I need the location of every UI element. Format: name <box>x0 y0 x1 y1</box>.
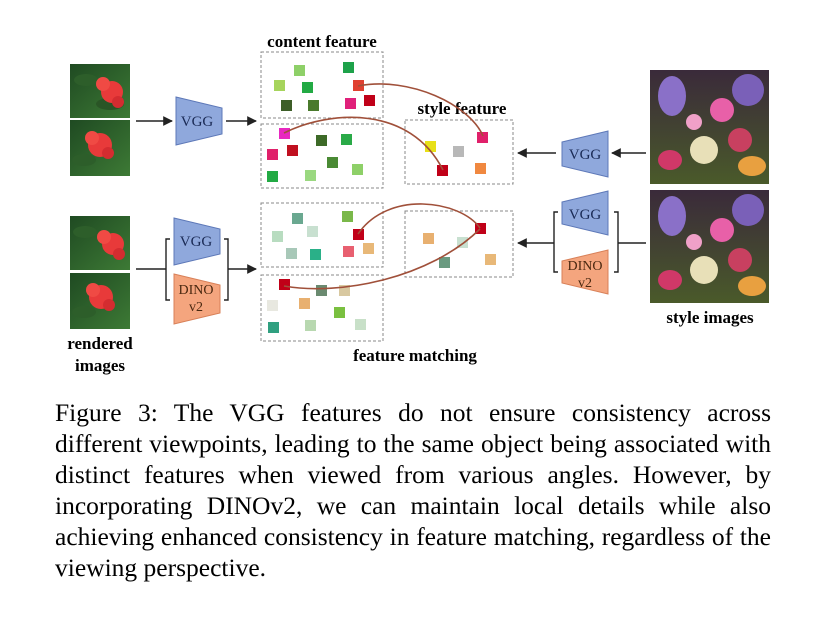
rendered-image <box>70 273 130 329</box>
dinov2-encoder: DINO v2 <box>561 249 609 295</box>
svg-text:VGG: VGG <box>569 207 602 223</box>
figure-caption: Figure 3: The VGG features do not ensure… <box>55 398 771 582</box>
figure-diagram: rendered images VGG content feature styl… <box>67 32 769 375</box>
matched-feature-map <box>260 202 384 268</box>
bracket <box>165 238 170 301</box>
matching-arc <box>357 203 481 235</box>
bracket <box>224 238 229 301</box>
svg-text:VGG: VGG <box>181 114 214 130</box>
rendered-image <box>70 216 130 270</box>
svg-text:v2: v2 <box>189 300 203 315</box>
vgg-encoder: VGG <box>173 217 221 266</box>
style-feature-label: style feature <box>418 99 507 118</box>
rendered-image <box>70 120 130 176</box>
dinov2-encoder: DINO v2 <box>173 273 221 325</box>
style-feature-map <box>404 119 514 185</box>
content-feature-label: content feature <box>267 32 377 51</box>
content-feature-map <box>260 123 384 189</box>
vgg-encoder: VGG <box>561 190 609 236</box>
svg-text:DINO: DINO <box>568 259 603 274</box>
rendered-images-label: rendered <box>67 334 133 353</box>
svg-text:VGG: VGG <box>569 147 602 163</box>
style-feature-map <box>404 210 514 278</box>
svg-text:DINO: DINO <box>179 283 214 298</box>
vgg-encoder: VGG <box>561 130 609 178</box>
svg-text:v2: v2 <box>578 276 592 291</box>
bracket <box>614 211 619 273</box>
matching-arc <box>283 116 444 171</box>
matching-arc <box>283 228 481 290</box>
style-image <box>650 70 769 184</box>
style-images-label: style images <box>666 308 754 327</box>
matching-arc <box>357 83 484 137</box>
feature-matching-label: feature matching <box>353 346 477 365</box>
vgg-encoder: VGG <box>175 96 223 146</box>
bracket <box>553 211 558 273</box>
svg-text:VGG: VGG <box>180 234 213 250</box>
matched-feature-map <box>260 274 384 342</box>
rendered-image <box>70 64 130 118</box>
style-image <box>650 190 769 303</box>
rendered-images-label: images <box>75 356 125 375</box>
